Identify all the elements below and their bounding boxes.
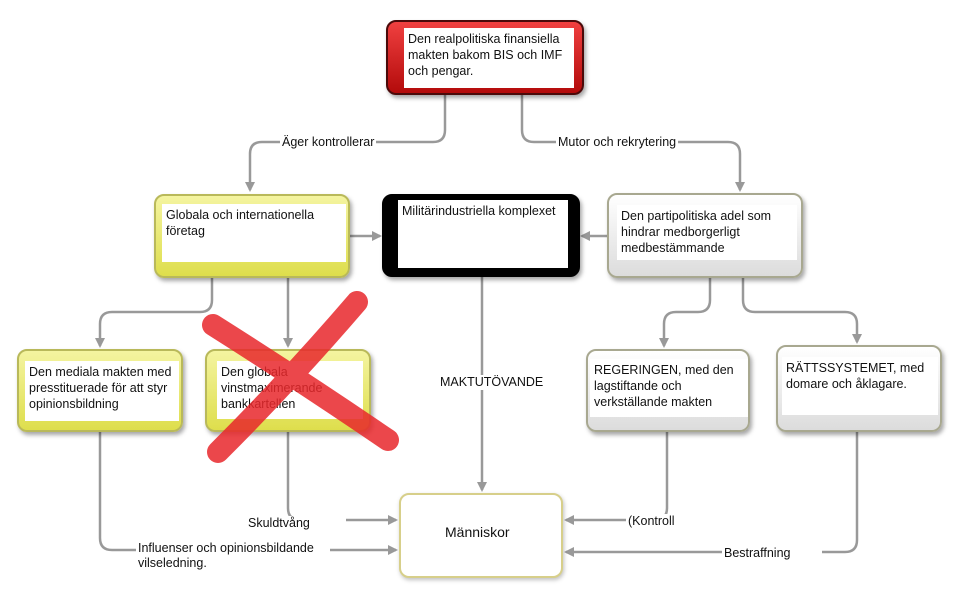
arrow-party-to-government xyxy=(659,278,712,348)
node-bank-cartel-text: Den globala vinstmaximerande bankkartell… xyxy=(217,361,363,419)
node-corporations-text: Globala och internationella företag xyxy=(162,204,346,262)
node-judiciary: RÄTTSSYSTEMET, med domare och åklagare. xyxy=(776,345,942,432)
label-debt-bondage: Skuldtvång xyxy=(246,516,346,531)
node-corporations: Globala och internationella företag xyxy=(154,194,350,278)
arrow-judiciary-to-people xyxy=(564,432,859,557)
label-control: (Kontroll xyxy=(626,514,696,529)
label-punishment: Bestraffning xyxy=(722,546,822,561)
arrow-bank-to-people xyxy=(286,432,398,525)
node-people: Människor xyxy=(399,493,563,578)
node-government: REGERINGEN, med den lagstiftande och ver… xyxy=(586,349,750,432)
arrow-party-to-judiciary xyxy=(741,278,862,344)
node-finance-text: Den realpolitiska finansiella makten bak… xyxy=(404,28,574,88)
node-bank-cartel: Den globala vinstmaximerande bankkartell… xyxy=(205,349,371,432)
node-government-text: REGERINGEN, med den lagstiftande och ver… xyxy=(590,359,748,417)
arrow-corporations-to-media xyxy=(95,278,214,348)
node-people-text: Människor xyxy=(445,524,510,540)
node-party-nobility-text: Den partipolitiska adel som hindrar medb… xyxy=(617,205,797,260)
node-military: Militärindustriella komplexet xyxy=(382,194,580,277)
node-finance: Den realpolitiska finansiella makten bak… xyxy=(386,20,584,95)
node-judiciary-text: RÄTTSSYSTEMET, med domare och åklagare. xyxy=(782,357,938,415)
label-power-exercise: MAKTUTÖVANDE xyxy=(438,375,546,390)
node-military-text: Militärindustriella komplexet xyxy=(398,200,568,268)
node-media-text: Den mediala makten med presstituerade fö… xyxy=(25,361,179,421)
arrow-media-to-people xyxy=(98,432,398,555)
arrow-government-to-people xyxy=(564,432,669,525)
label-influence-misleading: Influenser och opinionsbildande vilseled… xyxy=(136,541,330,571)
node-party-nobility: Den partipolitiska adel som hindrar medb… xyxy=(607,193,803,278)
label-bribes-recruitment: Mutor och rekrytering xyxy=(556,135,679,150)
label-owns-controls: Äger kontrollerar xyxy=(280,135,377,150)
node-media: Den mediala makten med presstituerade fö… xyxy=(17,349,183,432)
